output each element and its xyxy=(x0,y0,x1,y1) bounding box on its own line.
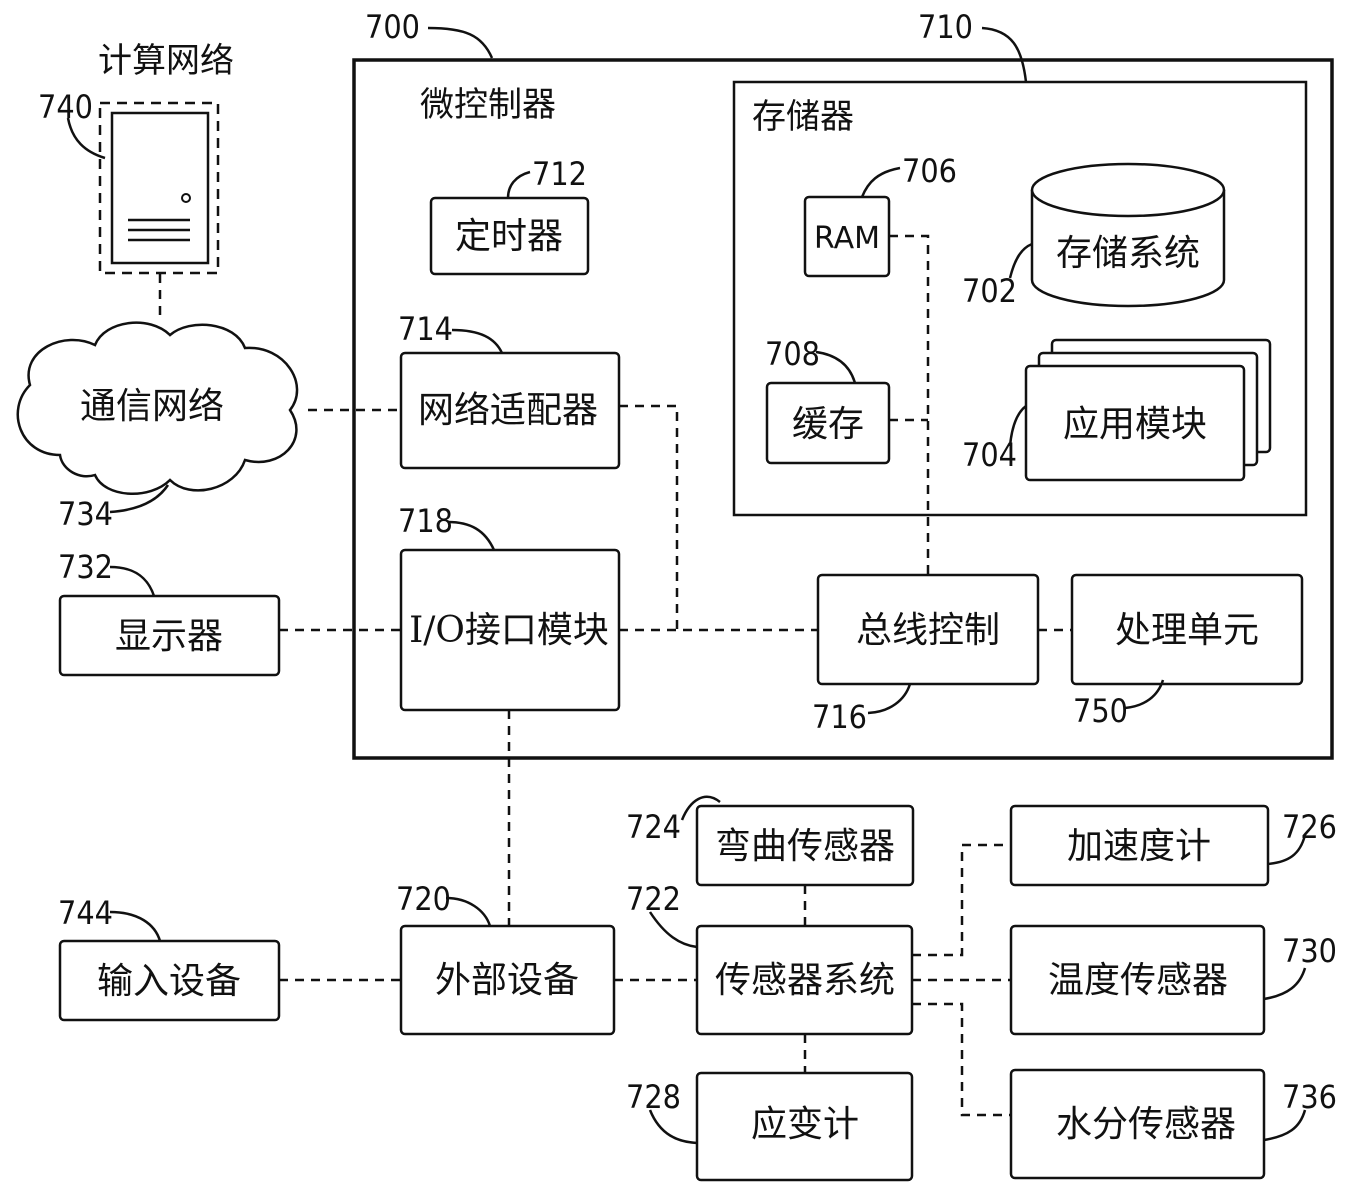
io-interface-label: I/O接口模块 xyxy=(409,610,609,651)
input-device-box xyxy=(58,939,281,1022)
ref-720: 720 xyxy=(396,880,451,918)
ref-744: 744 xyxy=(58,894,113,932)
ref-706: 706 xyxy=(902,152,957,190)
ref-714: 714 xyxy=(398,310,453,348)
ref-734: 734 xyxy=(58,495,113,533)
ref-750: 750 xyxy=(1073,692,1128,730)
ref-716: 716 xyxy=(812,698,867,736)
ram-label: RAM xyxy=(814,221,880,256)
temperature-sensor-box xyxy=(1009,924,1266,1036)
bus-control-box xyxy=(816,573,1040,686)
storage-system-cylinder xyxy=(1030,162,1226,308)
moisture-sensor-box xyxy=(1009,1068,1266,1180)
microcontroller-frame xyxy=(352,58,1334,760)
display-label: 显示器 xyxy=(115,616,223,657)
ref-740: 740 xyxy=(38,88,93,126)
app-modules-label: 应用模块 xyxy=(1063,404,1207,445)
ref-710: 710 xyxy=(918,8,973,46)
cache-label: 缓存 xyxy=(792,404,864,445)
temperature-sensor-label: 温度传感器 xyxy=(1048,960,1228,1001)
input-device-label: 输入设备 xyxy=(97,961,241,1002)
ref-722: 722 xyxy=(626,880,681,918)
moisture-sensor-label: 水分传感器 xyxy=(1056,1104,1236,1145)
ref-704: 704 xyxy=(962,436,1017,474)
strain-gauge-box xyxy=(695,1071,914,1182)
strain-gauge-label: 应变计 xyxy=(751,1104,859,1145)
ram-box xyxy=(803,195,891,278)
external-device-label: 外部设备 xyxy=(435,960,579,1001)
sensor-system-box xyxy=(695,924,914,1036)
comm-network-label: 通信网络 xyxy=(80,386,224,427)
processing-unit-label: 处理单元 xyxy=(1115,610,1259,651)
leader-lines xyxy=(66,26,1307,1145)
server-icon xyxy=(98,101,220,275)
ref-700: 700 xyxy=(365,8,420,46)
processing-unit-box xyxy=(1070,573,1304,686)
ref-718: 718 xyxy=(398,502,453,540)
ref-702: 702 xyxy=(962,272,1017,310)
bus-control-label: 总线控制 xyxy=(856,610,1000,651)
display-box xyxy=(58,594,281,677)
cloud-icon xyxy=(16,321,299,495)
ref-726: 726 xyxy=(1282,808,1337,846)
ref-732: 732 xyxy=(58,548,113,586)
ref-712: 712 xyxy=(532,155,587,193)
accelerometer-label: 加速度计 xyxy=(1067,826,1211,867)
storage-system-label: 存储系统 xyxy=(1056,233,1200,274)
io-interface-box xyxy=(399,548,621,712)
network-adapter-label: 网络适配器 xyxy=(418,390,598,431)
ref-730: 730 xyxy=(1282,932,1337,970)
connections xyxy=(158,234,1072,1117)
computing-network-title: 计算网络 xyxy=(98,41,234,81)
ref-708: 708 xyxy=(765,335,820,373)
timer-box xyxy=(429,196,590,276)
bend-sensor-box xyxy=(695,804,915,887)
ref-724: 724 xyxy=(626,808,681,846)
accelerometer-box xyxy=(1009,804,1270,887)
network-adapter-box xyxy=(399,351,621,470)
memory-frame xyxy=(732,80,1308,517)
app-modules-stack xyxy=(1024,338,1272,482)
external-device-box xyxy=(399,924,616,1036)
ref-736: 736 xyxy=(1282,1078,1337,1116)
microcontroller-title: 微控制器 xyxy=(420,85,556,125)
ref-728: 728 xyxy=(626,1078,681,1116)
timer-label: 定时器 xyxy=(455,216,563,257)
memory-title: 存储器 xyxy=(752,97,854,137)
sensor-system-label: 传感器系统 xyxy=(715,960,895,1001)
cache-box xyxy=(765,381,891,465)
bend-sensor-label: 弯曲传感器 xyxy=(715,826,895,867)
